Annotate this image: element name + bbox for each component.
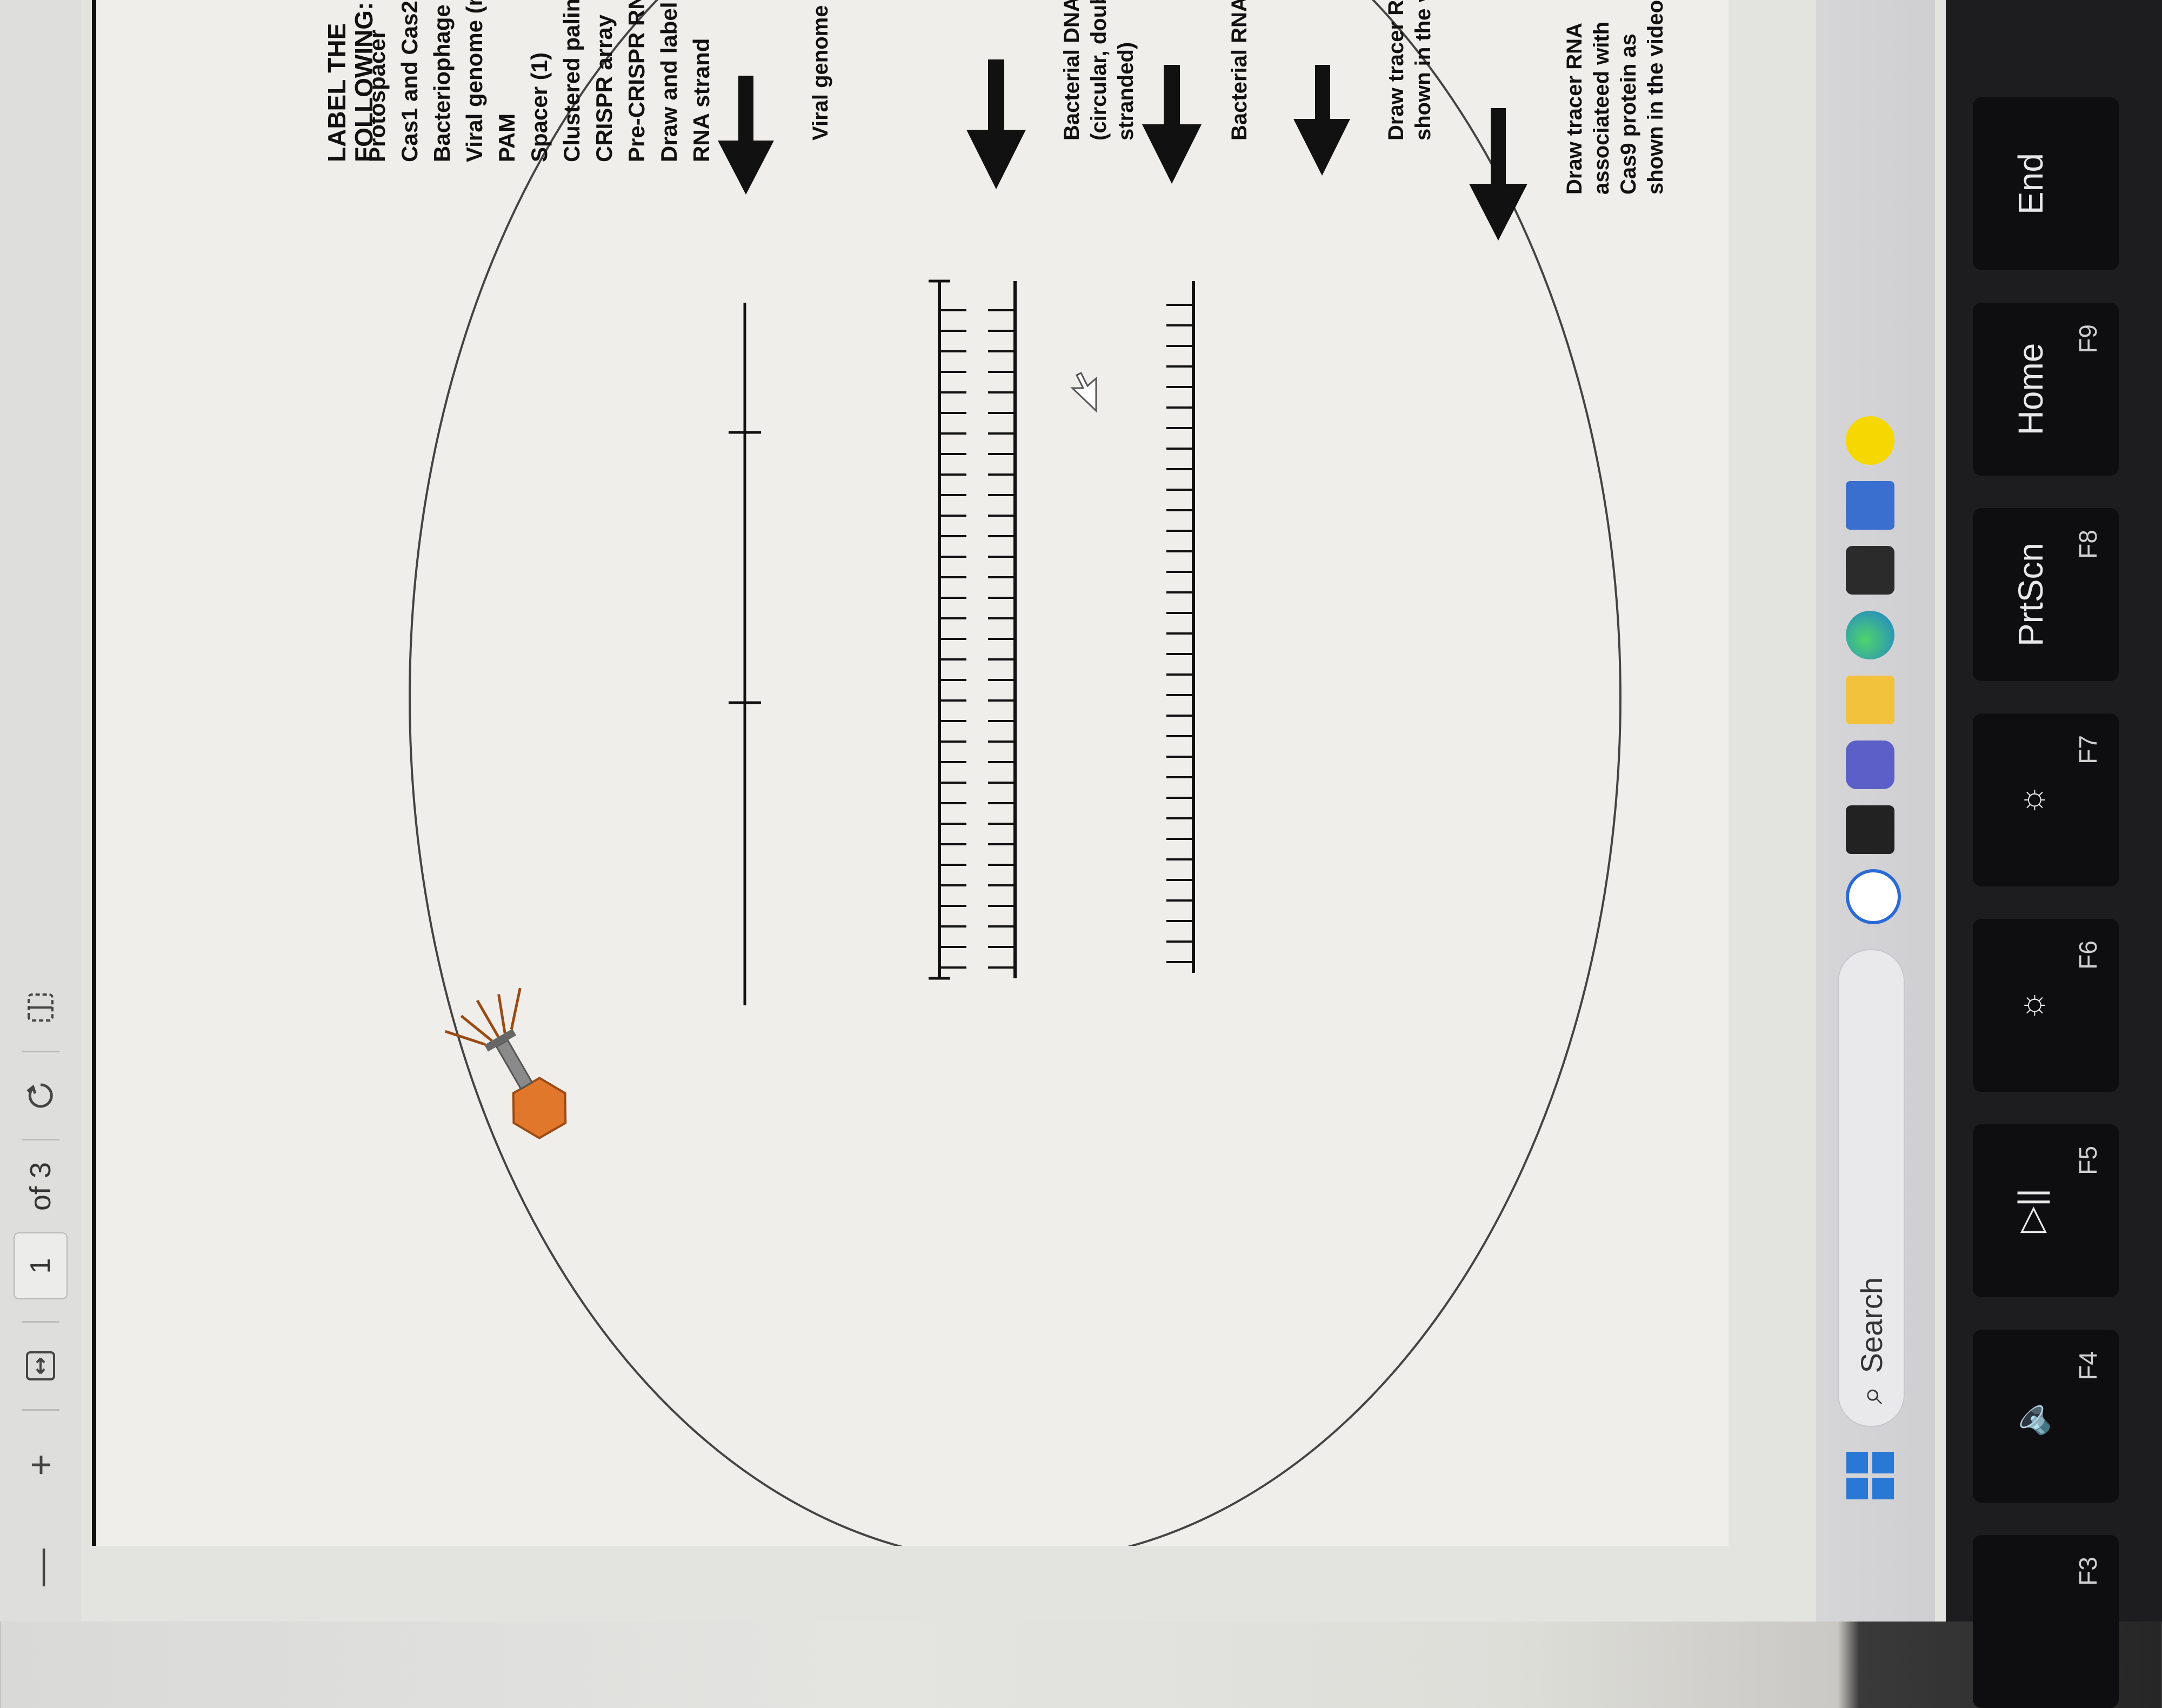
bacteriophage-illustration bbox=[444, 988, 567, 1139]
keyboard-key[interactable]: ☼ F7 bbox=[1973, 713, 2119, 886]
toolbar-divider bbox=[22, 1050, 59, 1052]
widget-icon[interactable] bbox=[1846, 869, 1901, 924]
label-item: Cas1 and Cas2 proteins bbox=[397, 0, 422, 162]
cas9-instruction: Draw tracer RNA bbox=[1563, 23, 1586, 195]
key-fn-label: F7 bbox=[2074, 735, 2102, 764]
file-explorer-icon[interactable] bbox=[1846, 676, 1894, 724]
search-icon: ⌕ bbox=[1853, 1386, 1889, 1404]
key-label: Home bbox=[2011, 343, 2050, 436]
page-view-icon[interactable] bbox=[19, 986, 62, 1029]
bacterial-dna-sublabel: (circular, double-stranded) bbox=[1087, 0, 1138, 141]
key-label: ☼ bbox=[2011, 989, 2050, 1022]
toolbar-divider bbox=[22, 1321, 59, 1323]
tracer-rna-instruction: Draw tracer RNA as is bbox=[1384, 0, 1408, 141]
key-fn-label: F9 bbox=[2074, 324, 2102, 353]
cell-membrane bbox=[409, 0, 1622, 1546]
physical-keyboard: F3 🔈 F4 ▷|| F5 ☼ F6 ☼ F7 PrtScn F8 Home F9 End bbox=[1946, 0, 2162, 1708]
toolbar-divider bbox=[22, 1138, 59, 1140]
cas9-instruction-2: associateed with bbox=[1590, 21, 1613, 195]
label-item: Clustered palindromic repeats (2) bbox=[556, 0, 588, 162]
keyboard-key[interactable]: Home F9 bbox=[1973, 303, 2119, 476]
label-item: Draw and label tracer RNA on the bacteri… bbox=[653, 0, 685, 162]
label-item: RNA strand bbox=[689, 38, 714, 162]
page-total-label: of 3 bbox=[24, 1162, 57, 1211]
keyboard-key[interactable]: 🔈 F4 bbox=[1973, 1330, 2119, 1503]
zoom-out-button[interactable]: — bbox=[19, 1549, 62, 1586]
edge-icon[interactable] bbox=[1846, 611, 1894, 659]
start-button[interactable] bbox=[1843, 1449, 1897, 1503]
task-view-icon[interactable] bbox=[1846, 805, 1894, 854]
key-label: End bbox=[2011, 153, 2050, 215]
store-icon[interactable] bbox=[1846, 546, 1894, 595]
bacterial-dna-ladder bbox=[929, 279, 1017, 980]
keyboard-key[interactable]: F3 bbox=[1973, 1535, 2119, 1708]
chat-icon[interactable] bbox=[1846, 740, 1894, 789]
mouse-cursor-icon bbox=[1070, 371, 1097, 413]
app-icon[interactable] bbox=[1846, 481, 1894, 530]
viral-genome-label: Viral genome bbox=[809, 5, 832, 141]
zoom-in-button[interactable]: + bbox=[19, 1453, 62, 1476]
key-label: ▷|| bbox=[2011, 1188, 2050, 1233]
viral-genome-arrow bbox=[718, 76, 774, 195]
key-fn-label: F8 bbox=[2074, 530, 2102, 559]
label-item: Bacteriophage bbox=[429, 4, 455, 162]
label-item: PAM bbox=[494, 113, 519, 162]
toolbar-divider bbox=[22, 1409, 59, 1411]
search-placeholder: Search bbox=[1854, 1277, 1889, 1373]
label-item: Protospacer bbox=[364, 29, 390, 162]
cas9-instruction-4: shown in the video bbox=[1644, 0, 1667, 195]
bacterial-rna-label: Bacterial RNA bbox=[1227, 0, 1251, 141]
pdf-toolbar: — + 1 of 3 bbox=[0, 0, 81, 1622]
label-list: Protospacer Cas1 and Cas2 proteins Bacte… bbox=[361, 0, 718, 162]
tracer-rna-instruction-2: shown in the video. bbox=[1411, 0, 1435, 141]
keyboard-key[interactable]: ▷|| F5 bbox=[1973, 1124, 2119, 1297]
key-label: PrtScn bbox=[2011, 542, 2050, 647]
taskbar-search[interactable]: ⌕ Search bbox=[1838, 949, 1905, 1427]
cas9-tracer-arrow bbox=[1469, 108, 1527, 241]
bacterial-rna-comb bbox=[1166, 281, 1195, 973]
key-fn-label: F5 bbox=[2074, 1146, 2102, 1175]
viral-genome-strand bbox=[729, 303, 761, 1005]
keyboard-key[interactable]: PrtScn F8 bbox=[1973, 508, 2119, 681]
key-fn-label: F3 bbox=[2074, 1557, 2102, 1586]
tracer-rna-arrow bbox=[1293, 65, 1350, 176]
label-item: CRISPR array bbox=[591, 14, 617, 162]
label-item: Pre-CRISPR RNA bbox=[624, 0, 649, 162]
bacterial-rna-arrow bbox=[1142, 65, 1202, 184]
keyboard-key[interactable]: ☼ F6 bbox=[1973, 919, 2119, 1092]
label-item: Spacer (1) bbox=[526, 52, 552, 162]
label-item: Viral genome (recently entered host cell… bbox=[458, 0, 491, 162]
fit-width-icon[interactable] bbox=[19, 1344, 62, 1387]
taskbar: ⌕ Search bbox=[1816, 0, 1935, 1622]
page-number-input[interactable]: 1 bbox=[14, 1232, 68, 1299]
key-fn-label: F6 bbox=[2074, 940, 2102, 970]
rotate-icon[interactable] bbox=[19, 1074, 62, 1117]
norton-icon[interactable] bbox=[1846, 416, 1894, 465]
key-fn-label: F4 bbox=[2074, 1351, 2102, 1380]
bacterial-dna-arrow bbox=[966, 59, 1026, 189]
key-label: 🔈 bbox=[2011, 1395, 2050, 1438]
cas9-instruction-3: Cas9 protein as bbox=[1617, 34, 1640, 195]
keyboard-key[interactable]: End bbox=[1973, 97, 2119, 270]
key-label: ☼ bbox=[2011, 784, 2050, 816]
document-page: LABEL THE FOLLOWING: Protospacer Cas1 an… bbox=[92, 0, 1729, 1546]
bacterial-cell-diagram bbox=[409, 0, 1622, 1546]
bacterial-dna-label: Bacterial DNA bbox=[1060, 0, 1084, 141]
